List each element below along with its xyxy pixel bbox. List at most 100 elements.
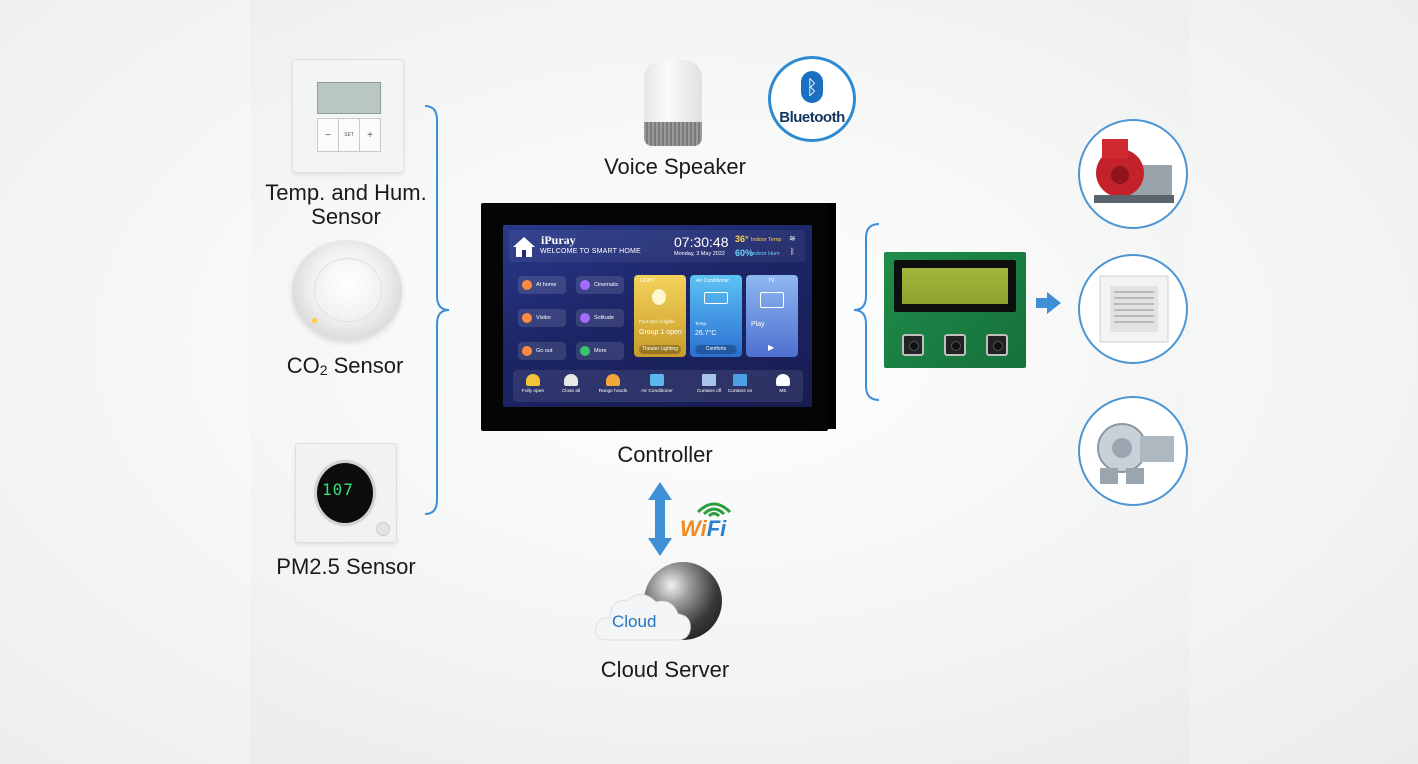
screen-hum-value: 60% <box>735 248 754 258</box>
pcb-lcd-screen <box>902 268 1008 304</box>
scene-button: Solitude <box>576 309 624 327</box>
pcb-button <box>986 334 1008 356</box>
scene-button: More <box>576 342 624 360</box>
light-card-title: LIGHT <box>640 278 655 284</box>
tv-card-line1: Play <box>751 321 765 328</box>
ac-card-line1: Temp. <box>695 321 708 326</box>
tv-card: TV Play ▶ <box>746 275 798 357</box>
exhaust-fan-device <box>1078 254 1188 364</box>
scene-icon <box>580 313 590 323</box>
pcb-button <box>902 334 924 356</box>
tv-card-title: TV <box>768 278 775 284</box>
dock-item-label: Air Conditioner <box>641 389 673 394</box>
scene-label: Go out <box>536 348 553 354</box>
cloud-graphic: Cloud <box>594 562 730 644</box>
co2-sensor-device <box>292 240 402 340</box>
screen-temp-value: 36° <box>735 234 749 244</box>
centrifugal-fan-icon <box>1094 139 1174 203</box>
ring-blower-icon <box>1097 423 1174 484</box>
temp-hum-sensor-device: − SET + <box>292 59 404 173</box>
left-brace <box>424 105 450 515</box>
co2-sensor-face <box>314 258 382 322</box>
scene-button: Go out <box>518 342 566 360</box>
ac-card: Air Conditioner Temp. 26.7°C Comforts <box>690 275 742 357</box>
ac-card-line2: 26.7°C <box>695 330 717 337</box>
dock-item-icon <box>606 374 620 386</box>
play-icon: ▶ <box>768 343 775 352</box>
dock-item: Close all <box>551 374 591 394</box>
background-wall-right <box>1190 0 1418 764</box>
dock-item-icon <box>526 374 540 386</box>
light-card-button: Theater Lighting <box>639 345 681 354</box>
co2-sensor-led <box>312 318 317 323</box>
temp-hum-sensor-label-line2: Sensor <box>311 204 381 229</box>
dock-item-icon <box>564 374 578 386</box>
co2-sensor-label-prefix: CO <box>286 353 320 378</box>
ac-card-title: Air Conditioner <box>696 278 730 284</box>
co2-sensor-label: CO2 Sensor <box>250 354 440 382</box>
screen-hum-label: Indoor Hum <box>751 251 780 257</box>
controller-label: Controller <box>617 442 713 467</box>
air-conditioner-icon <box>704 292 728 304</box>
screen-bluetooth-icon: ᛒ <box>790 247 795 256</box>
scene-button: Cinematic <box>576 276 624 294</box>
bluetooth-icon: ᛒ <box>801 71 823 103</box>
temp-hum-sensor-label: Temp. and Hum. Sensor <box>240 181 452 229</box>
scene-label: Visitor <box>536 315 552 321</box>
scene-label: More <box>594 348 607 354</box>
scene-icon <box>522 346 532 356</box>
exhaust-fan-icon <box>1099 275 1169 343</box>
centrifugal-fan-device <box>1078 119 1188 229</box>
screen-time: 07:30:48 <box>674 234 729 250</box>
screen-wifi-icon: ≋ <box>789 234 796 243</box>
wifi-wordmark-wi: Wi <box>680 516 707 541</box>
thermostat-plus-button: + <box>360 119 380 151</box>
dock-item-icon <box>650 374 664 386</box>
screen-dock: Fully open Close all Range hoods Air Con… <box>513 370 803 402</box>
background-wall-left <box>0 0 250 764</box>
dock-item: Air Conditioner <box>637 374 677 394</box>
wifi-logo: WiFi <box>680 496 738 544</box>
voice-speaker-label: Voice Speaker <box>604 154 746 179</box>
dock-item-icon <box>733 374 747 386</box>
temp-hum-sensor-label-line1: Temp. and Hum. <box>265 180 427 205</box>
pm25-sensor-display <box>314 460 376 526</box>
wifi-icon <box>696 502 732 518</box>
bluetooth-label: Bluetooth <box>779 109 845 126</box>
controller-device: iPuray WELCOME TO SMART HOME 07:30:48 Mo… <box>481 203 828 431</box>
thermostat-set-button: SET <box>339 119 360 151</box>
speaker-fabric-base <box>644 122 702 146</box>
dock-item-label: Range hoods <box>598 389 628 394</box>
light-card-line2: Group 1 open <box>639 329 682 336</box>
co2-sensor-label-subscript: 2 <box>319 362 328 378</box>
pm25-sensor-label: PM2.5 Sensor <box>276 554 416 579</box>
scene-icon <box>522 280 532 290</box>
wifi-wordmark-fi: Fi <box>706 516 727 541</box>
dock-item-label: ME <box>779 389 787 394</box>
controller-screen: iPuray WELCOME TO SMART HOME 07:30:48 Mo… <box>503 225 812 407</box>
pcb-control-board <box>884 252 1026 368</box>
bluetooth-badge: ᛒ Bluetooth <box>768 56 856 142</box>
dock-item-label: Curtains on <box>727 389 753 394</box>
screen-brand: iPuray <box>541 233 576 247</box>
dock-item: Range hoods <box>593 374 633 394</box>
scene-button: At home <box>518 276 566 294</box>
dock-item: Curtains off <box>689 374 729 394</box>
screen-header <box>509 230 805 262</box>
pm25-sensor-button <box>376 522 390 536</box>
light-card: LIGHT Four sets of lights Group 1 open T… <box>634 275 686 357</box>
scene-icon <box>580 346 590 356</box>
dock-item-label: Close all <box>561 389 581 394</box>
scene-button: Visitor <box>518 309 566 327</box>
cloud-icon <box>595 594 691 641</box>
tv-icon <box>760 292 784 308</box>
scene-icon <box>580 280 590 290</box>
speaker-body <box>644 60 702 126</box>
scene-label: Solitude <box>594 315 614 321</box>
scene-icon <box>522 313 532 323</box>
co2-sensor-label-suffix: Sensor <box>327 353 404 378</box>
wifi-wordmark: WiFi <box>680 516 726 542</box>
thermostat-buttons: − SET + <box>317 118 381 152</box>
output-arrow <box>1036 292 1061 314</box>
